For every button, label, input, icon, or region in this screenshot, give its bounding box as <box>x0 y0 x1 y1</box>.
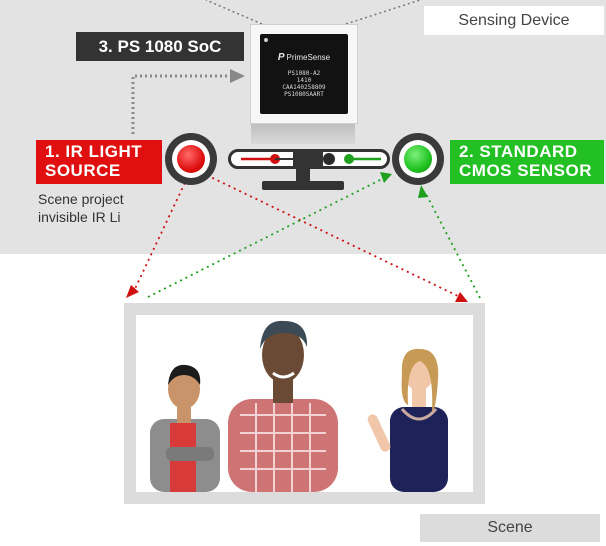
chip-pin-dot <box>264 38 268 42</box>
ir-ray-left-arrow-icon <box>126 285 139 298</box>
bar-center-block <box>293 152 323 166</box>
ir-tag-line-1: 1. IR LIGHT <box>45 142 143 161</box>
scene-frame <box>124 303 485 504</box>
person-left-face <box>168 369 200 409</box>
person-right-raised-arm <box>367 414 391 452</box>
cmos-tag-line-2: CMOS SENSOR <box>459 161 593 180</box>
sensor-stand-base <box>262 181 344 190</box>
person-center-smile <box>272 371 295 379</box>
chip-shadow <box>251 122 355 144</box>
sensor-stand <box>296 169 310 182</box>
chip-line-2: 1410 <box>296 77 312 84</box>
chip-brand: PrimeSense <box>286 53 331 62</box>
chip-markings: PS1080-A2 1410 CAA140258809 PS1080SAART <box>260 70 348 98</box>
person-center-neck <box>273 379 293 403</box>
chip-line-3: CAA140258809 <box>282 84 326 91</box>
person-left-neck <box>177 405 191 423</box>
person-left <box>150 364 220 492</box>
chip-line-1: PS1080-A2 <box>287 70 321 77</box>
ir-emitter-icon <box>165 133 217 185</box>
sensor-bar <box>228 149 390 169</box>
person-center <box>228 320 338 492</box>
scene-photo <box>136 315 473 492</box>
person-right-neck <box>412 387 426 407</box>
person-center-face <box>262 327 304 383</box>
ir-emitter-lens <box>177 145 205 173</box>
cmos-sensor-tag: 2. STANDARD CMOS SENSOR <box>450 140 604 184</box>
person-left-arms <box>166 447 214 461</box>
person-right-hair <box>401 348 439 411</box>
person-right-necklace <box>400 407 438 421</box>
scene-people-illustration <box>150 320 448 492</box>
ir-description: Scene project invisible IR Li <box>38 190 134 228</box>
chip-line-4: PS1080SAART <box>284 91 324 98</box>
cmos-sensor-lens <box>404 145 432 173</box>
sensing-device-label: Sensing Device <box>424 6 604 35</box>
person-center-headscarf <box>260 320 308 349</box>
cmos-sensor-icon <box>392 133 444 185</box>
person-center-shirt <box>228 399 338 492</box>
person-center-plaid <box>240 403 326 492</box>
chip-logo-mark-icon: P <box>277 52 285 63</box>
person-right <box>367 348 448 492</box>
ir-description-line-1: Scene project <box>38 191 124 207</box>
scene-label: Scene <box>420 514 600 542</box>
ir-ray-right-arrow-icon <box>455 292 468 302</box>
ir-light-source-tag: 1. IR LIGHT SOURCE <box>36 140 162 184</box>
rgb-camera-icon <box>323 153 335 165</box>
ir-tag-line-2: SOURCE <box>45 161 121 180</box>
ir-description-line-2: invisible IR Li <box>38 209 121 225</box>
sensor-bar-internals <box>241 152 381 166</box>
person-right-dress <box>390 407 448 492</box>
cmos-tag-line-1: 2. STANDARD <box>459 142 578 161</box>
person-left-hair <box>168 364 201 385</box>
soc-label: 3. PS 1080 SoC <box>76 32 244 61</box>
